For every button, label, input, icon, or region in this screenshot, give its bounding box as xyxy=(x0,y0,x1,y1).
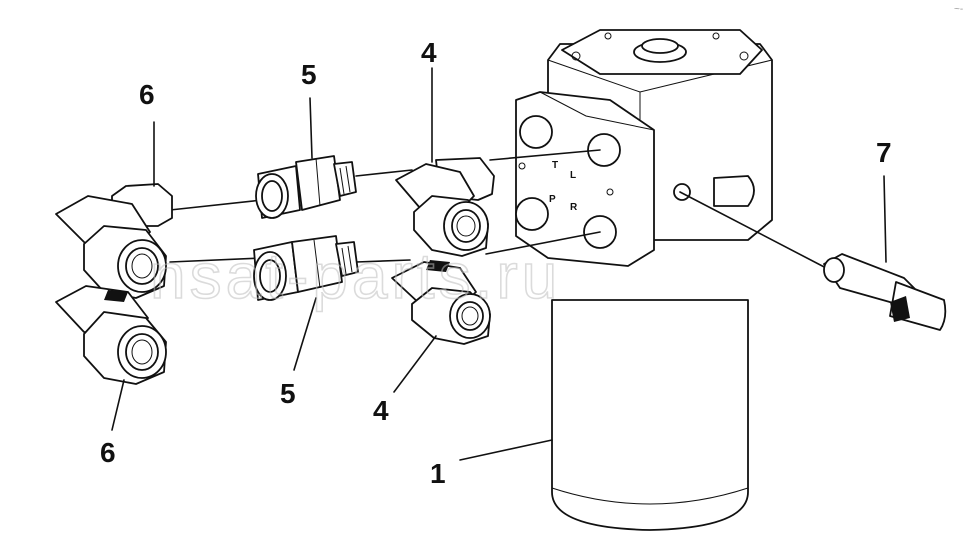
leader-lines xyxy=(111,67,887,461)
adapter-5-upper xyxy=(255,155,357,219)
callout-7: 7 xyxy=(876,137,892,168)
callout-5-top: 5 xyxy=(301,59,317,90)
watermark-text: nsat-parts.ru xyxy=(150,240,561,312)
elbow-fitting-4-upper xyxy=(395,157,495,257)
elbow-fitting-4-lower xyxy=(391,260,491,345)
assembly-axis-lines xyxy=(169,149,831,271)
callout-5-bottom: 5 xyxy=(280,378,296,409)
port-label-t: T xyxy=(552,160,558,171)
callout-numbers: 6 6 5 5 4 4 1 7 xyxy=(100,37,892,489)
port-label-l: L xyxy=(570,170,576,181)
elbow-fitting-6-lower xyxy=(55,285,167,385)
callout-6-bottom: 6 xyxy=(100,437,116,468)
port-label-p: P xyxy=(549,194,556,205)
adapter-5-lower xyxy=(253,235,359,301)
plug-7 xyxy=(823,253,947,331)
corner-mark: ~- xyxy=(954,4,963,15)
elbow-fitting-6-upper xyxy=(55,183,173,299)
callout-4-top: 4 xyxy=(421,37,437,68)
callout-4-bottom: 4 xyxy=(373,395,389,426)
steering-unit-body xyxy=(547,29,773,531)
port-label-r: R xyxy=(570,202,578,213)
callout-1: 1 xyxy=(430,458,446,489)
callout-6-top: 6 xyxy=(139,79,155,110)
